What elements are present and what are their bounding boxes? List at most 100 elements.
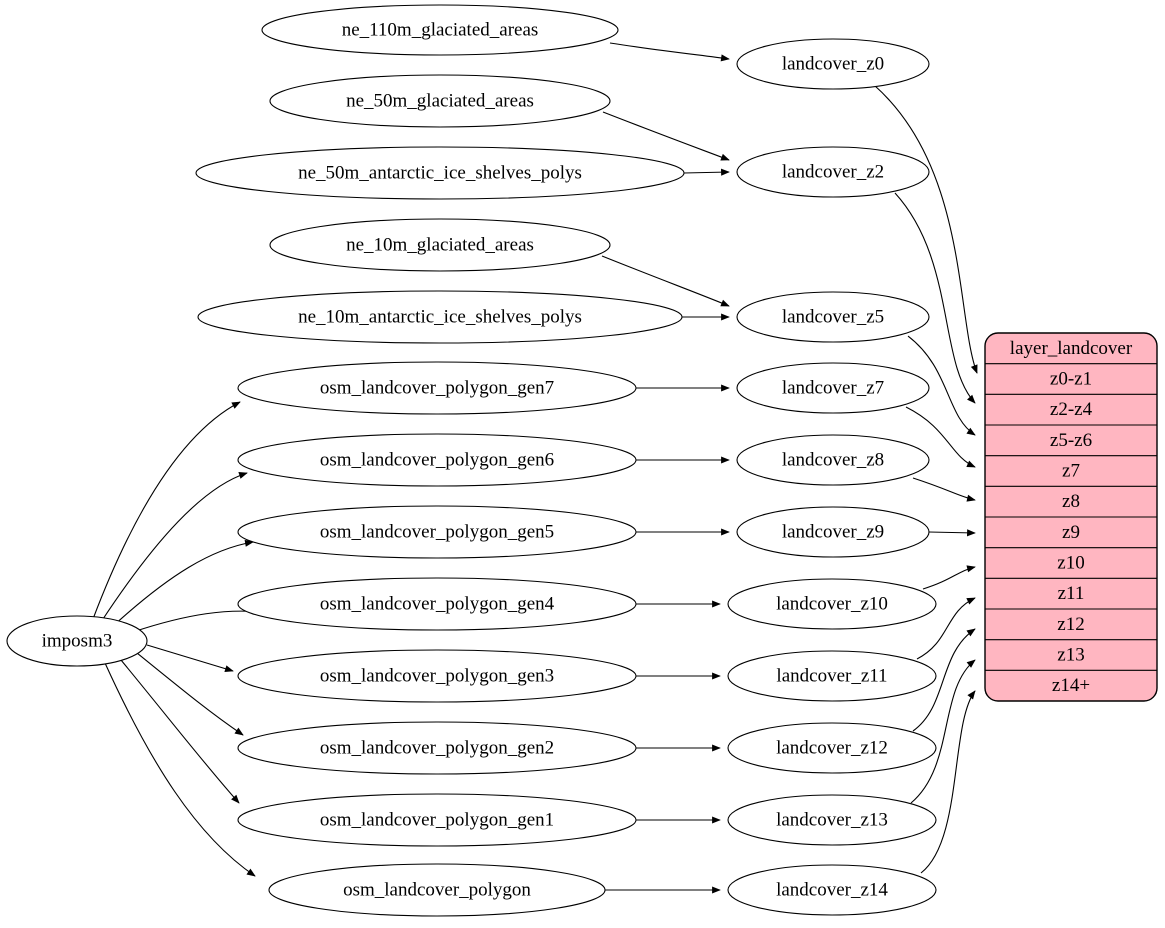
node-ellipse-landcover_z8 <box>736 434 930 486</box>
node-ellipse-landcover_z2 <box>736 146 930 198</box>
edge-landcover_z5-to-layer_landcover-z5-z6 <box>907 335 976 436</box>
node-ellipse-ne_50m_glaciated_areas <box>269 74 611 128</box>
edge-ne_110m_glaciated_areas-to-landcover_z0 <box>609 42 730 62</box>
node-osm_landcover_polygon_gen1: osm_landcover_polygon_gen1 <box>237 793 637 847</box>
node-ellipse-ne_10m_glaciated_areas <box>269 218 611 272</box>
node-ellipse-imposm3 <box>6 615 148 667</box>
edge-landcover_z2-to-layer_landcover-z2-z4 <box>894 192 976 404</box>
node-landcover_z10: landcover_z10 <box>727 578 937 630</box>
node-ellipse-landcover_z0 <box>736 38 930 90</box>
node-label-landcover_z13: landcover_z13 <box>776 810 888 831</box>
node-label-osm_landcover_polygon_gen3: osm_landcover_polygon_gen3 <box>320 666 554 687</box>
node-label-osm_landcover_polygon_gen1: osm_landcover_polygon_gen1 <box>320 810 554 831</box>
node-label-osm_landcover_polygon_gen6: osm_landcover_polygon_gen6 <box>320 450 554 471</box>
edge-imposm3-to-osm_landcover_polygon_gen7 <box>92 401 241 620</box>
node-landcover_z12: landcover_z12 <box>727 722 937 774</box>
node-ellipse-landcover_z11 <box>727 650 937 702</box>
node-ellipse-osm_landcover_polygon_gen5 <box>237 505 637 559</box>
edge-imposm3-to-osm_landcover_polygon_gen1 <box>120 659 240 804</box>
node-ellipse-osm_landcover_polygon_gen4 <box>237 577 637 631</box>
record-title: layer_landcover <box>1010 338 1133 359</box>
node-label-landcover_z10: landcover_z10 <box>776 594 888 615</box>
edge-landcover_z12-to-layer_landcover-z12 <box>912 628 976 732</box>
record-row-z12: z12 <box>1057 614 1084 635</box>
node-landcover_z5: landcover_z5 <box>736 291 930 343</box>
edge-landcover_z13-to-layer_landcover-z13 <box>910 659 976 804</box>
node-label-ne_110m_glaciated_areas: ne_110m_glaciated_areas <box>342 20 539 41</box>
node-label-osm_landcover_polygon_gen7: osm_landcover_polygon_gen7 <box>320 378 554 399</box>
node-osm_landcover_polygon: osm_landcover_polygon <box>268 863 606 917</box>
node-osm_landcover_polygon_gen3: osm_landcover_polygon_gen3 <box>237 649 637 703</box>
edge-ne_50m_glaciated_areas-to-landcover_z2 <box>602 111 730 161</box>
node-landcover_z14: landcover_z14 <box>727 864 937 916</box>
record-row-z7: z7 <box>1062 461 1080 482</box>
record-node-layer_landcover: layer_landcover z0-z1 z2-z4 z5-z6 z7 z8 z9 z10 z… <box>984 332 1158 702</box>
node-ellipse-osm_landcover_polygon_gen6 <box>237 433 637 487</box>
edge-ne_10m_glaciated_areas-to-landcover_z5 <box>601 255 730 307</box>
node-label-landcover_z8: landcover_z8 <box>782 450 884 471</box>
node-label-ne_10m_antarctic_ice_shelves_polys: ne_10m_antarctic_ice_shelves_polys <box>298 307 582 328</box>
edge-landcover_z8-to-layer_landcover-z8 <box>912 477 976 502</box>
node-ellipse-osm_landcover_polygon_gen7 <box>237 361 637 415</box>
edge-landcover_z14-to-layer_landcover-z14+ <box>920 690 976 874</box>
node-ne_50m_glaciated_areas: ne_50m_glaciated_areas <box>269 74 611 128</box>
edge-imposm3-to-osm_landcover_polygon_gen4 <box>132 607 262 633</box>
record-row-z11: z11 <box>1058 583 1085 604</box>
node-osm_landcover_polygon_gen4: osm_landcover_polygon_gen4 <box>237 577 637 631</box>
node-landcover_z9: landcover_z9 <box>736 506 930 558</box>
node-osm_landcover_polygon_gen6: osm_landcover_polygon_gen6 <box>237 433 637 487</box>
edge-landcover_z0-to-layer_landcover-z0-z1 <box>873 84 978 374</box>
edge-imposm3-to-osm_landcover_polygon <box>104 662 256 877</box>
node-label-ne_50m_antarctic_ice_shelves_polys: ne_50m_antarctic_ice_shelves_polys <box>298 163 582 184</box>
node-osm_landcover_polygon_gen5: osm_landcover_polygon_gen5 <box>237 505 637 559</box>
node-ellipse-landcover_z7 <box>736 362 930 414</box>
record-row-z9: z9 <box>1062 522 1080 543</box>
node-label-landcover_z5: landcover_z5 <box>782 307 884 328</box>
node-osm_landcover_polygon_gen7: osm_landcover_polygon_gen7 <box>237 361 637 415</box>
node-label-landcover_z9: landcover_z9 <box>782 522 884 543</box>
edge-imposm3-to-osm_landcover_polygon_gen6 <box>100 472 248 623</box>
edge-landcover_z11-to-layer_landcover-z11 <box>916 597 976 660</box>
node-landcover_z11: landcover_z11 <box>727 650 937 702</box>
node-label-landcover_z7: landcover_z7 <box>782 378 884 399</box>
node-landcover_z0: landcover_z0 <box>736 38 930 90</box>
node-landcover_z8: landcover_z8 <box>736 434 930 486</box>
node-label-landcover_z2: landcover_z2 <box>782 162 884 183</box>
record-row-z13: z13 <box>1057 645 1084 666</box>
record-row-z10: z10 <box>1057 553 1084 574</box>
node-label-landcover_z12: landcover_z12 <box>776 738 888 759</box>
node-ne_110m_glaciated_areas: ne_110m_glaciated_areas <box>261 4 619 56</box>
node-ellipse-osm_landcover_polygon <box>268 863 606 917</box>
node-label-imposm3: imposm3 <box>42 631 113 652</box>
node-landcover_z7: landcover_z7 <box>736 362 930 414</box>
record-row-z14+: z14+ <box>1052 675 1090 696</box>
edge-landcover_z10-to-layer_landcover-z10 <box>922 565 976 590</box>
node-label-ne_10m_glaciated_areas: ne_10m_glaciated_areas <box>346 235 534 256</box>
record-row-z0-z1: z0-z1 <box>1050 369 1092 390</box>
node-label-landcover_z11: landcover_z11 <box>776 666 887 687</box>
node-ellipse-landcover_z12 <box>727 722 937 774</box>
node-ellipse-osm_landcover_polygon_gen1 <box>237 793 637 847</box>
node-label-osm_landcover_polygon_gen4: osm_landcover_polygon_gen4 <box>320 594 555 615</box>
node-ne_50m_antarctic_ice_shelves_polys: ne_50m_antarctic_ice_shelves_polys <box>195 146 685 200</box>
record-row-z8: z8 <box>1062 491 1080 512</box>
node-ellipse-osm_landcover_polygon_gen2 <box>237 721 637 775</box>
edge-imposm3-to-osm_landcover_polygon_gen5 <box>111 539 254 628</box>
edge-imposm3-to-osm_landcover_polygon_gen3 <box>146 644 234 673</box>
record-row-z2-z4: z2-z4 <box>1050 399 1093 420</box>
node-ne_10m_glaciated_areas: ne_10m_glaciated_areas <box>269 218 611 272</box>
node-ellipse-ne_10m_antarctic_ice_shelves_polys <box>197 290 683 344</box>
record-row-z5-z6: z5-z6 <box>1050 430 1092 451</box>
node-label-osm_landcover_polygon_gen5: osm_landcover_polygon_gen5 <box>320 522 554 543</box>
edge-landcover_z7-to-layer_landcover-z7 <box>905 406 976 468</box>
edge-imposm3-to-osm_landcover_polygon_gen2 <box>136 652 244 736</box>
node-ellipse-landcover_z5 <box>736 291 930 343</box>
node-osm_landcover_polygon_gen2: osm_landcover_polygon_gen2 <box>237 721 637 775</box>
node-landcover_z2: landcover_z2 <box>736 146 930 198</box>
node-ellipse-osm_landcover_polygon_gen3 <box>237 649 637 703</box>
node-imposm3: imposm3 <box>6 615 148 667</box>
node-label-osm_landcover_polygon_gen2: osm_landcover_polygon_gen2 <box>320 738 554 759</box>
node-landcover_z13: landcover_z13 <box>727 794 937 846</box>
edges-layer <box>92 42 978 894</box>
